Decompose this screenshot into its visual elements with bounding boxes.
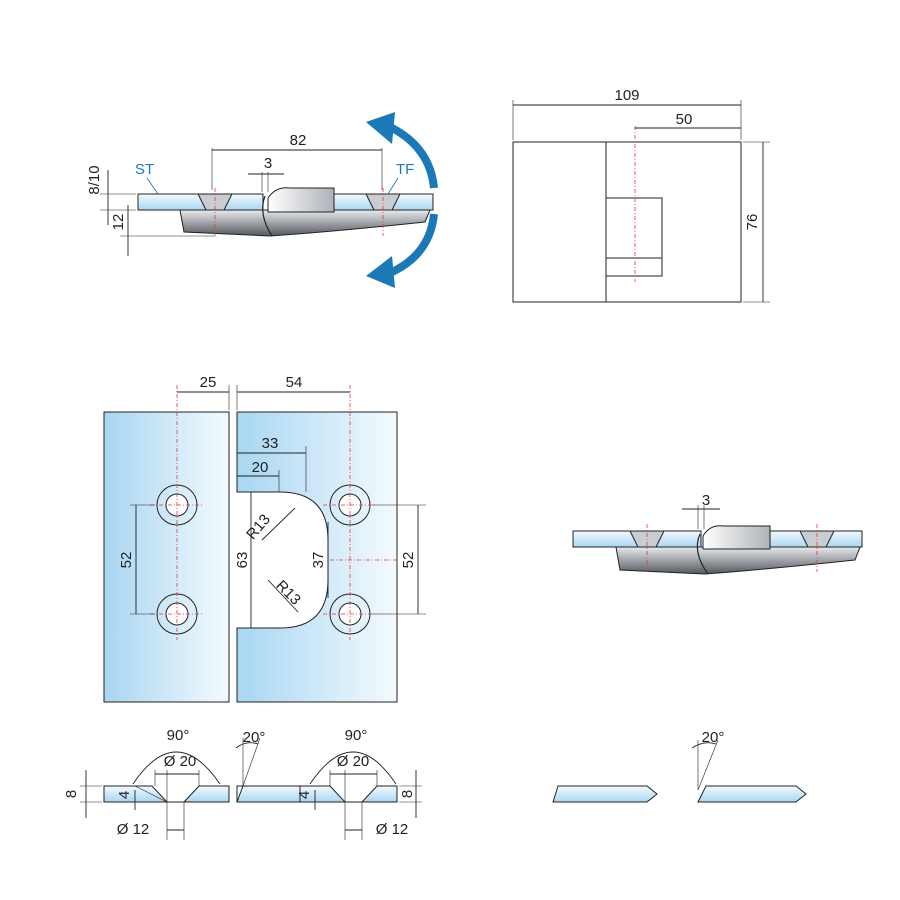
mid-dim8: 8 bbox=[399, 790, 416, 798]
dim-50: 50 bbox=[676, 111, 693, 128]
leader-st bbox=[146, 177, 159, 195]
dim-8-10: 8/10 bbox=[86, 165, 103, 194]
mid-dim-3: 3 bbox=[702, 492, 710, 509]
rotation-arrow-down-head bbox=[366, 256, 395, 288]
arc-mid-90 bbox=[309, 751, 397, 785]
top-front-view: 109 50 76 bbox=[512, 87, 770, 303]
dim-12: 12 bbox=[110, 214, 127, 231]
edge-detail-left: 90° Ø 20 8 4 Ø 12 20° bbox=[63, 727, 303, 840]
arc-right-bevel bbox=[691, 742, 717, 749]
dim-37: 37 bbox=[310, 552, 327, 569]
countersink-tf bbox=[365, 193, 401, 211]
arc-left-90 bbox=[132, 751, 221, 785]
ext-line bbox=[242, 737, 261, 787]
mid-dim4: 4 bbox=[296, 791, 313, 799]
radius-top: R13 bbox=[243, 511, 274, 543]
top-side-view: 82 3 8/10 12 ST TF bbox=[86, 112, 438, 288]
leader-tf bbox=[387, 177, 399, 195]
left-bevel: 20° bbox=[243, 729, 266, 746]
left-dim4: 4 bbox=[116, 791, 133, 799]
mid-pivot-line bbox=[696, 533, 709, 575]
hinge-bottom-plate bbox=[179, 209, 431, 237]
mid-side-view: 3 bbox=[572, 492, 863, 575]
pivot-line bbox=[262, 195, 273, 237]
edge-detail-right: 20° bbox=[552, 729, 807, 803]
pivot-block bbox=[605, 197, 663, 277]
dim-52-right: 52 bbox=[400, 552, 417, 569]
left-dim8: 8 bbox=[63, 790, 80, 798]
hinge-pivot-body bbox=[267, 187, 335, 213]
edge-right-piece-1 bbox=[552, 785, 658, 803]
label-st: ST bbox=[135, 161, 154, 178]
ext-line bbox=[697, 739, 719, 791]
radius-bottom: R13 bbox=[272, 577, 303, 608]
label-tf: TF bbox=[396, 161, 414, 178]
radius-leader-bottom bbox=[267, 579, 299, 613]
edge-right-piece-2 bbox=[697, 785, 807, 803]
mid-angle: 90° bbox=[345, 727, 368, 744]
left-angle: 90° bbox=[167, 727, 190, 744]
dim-25: 25 bbox=[200, 374, 217, 391]
dim-76: 76 bbox=[744, 214, 761, 231]
dim-109: 109 bbox=[614, 87, 639, 104]
mid-diam12: Ø 12 bbox=[376, 821, 409, 838]
edge-left-bevel-piece bbox=[236, 785, 303, 803]
dim-82: 82 bbox=[290, 132, 307, 149]
dim-33: 33 bbox=[262, 435, 279, 452]
edge-detail-mid: 90° Ø 20 4 8 Ø 12 bbox=[296, 727, 422, 840]
edge-left-countersink-lines bbox=[134, 785, 200, 803]
rotation-arrow-up-head bbox=[366, 112, 395, 144]
left-diam20: Ø 20 bbox=[164, 753, 197, 770]
left-diam12: Ø 12 bbox=[117, 821, 150, 838]
dim-52-left: 52 bbox=[118, 552, 135, 569]
right-bevel: 20° bbox=[702, 729, 725, 746]
arc-left-bevel bbox=[235, 742, 259, 749]
dim-63: 63 bbox=[234, 552, 251, 569]
mid-diam20: Ø 20 bbox=[337, 753, 370, 770]
rotation-arrow-up-body bbox=[390, 124, 438, 189]
mid-bottom-plate bbox=[615, 546, 861, 575]
countersink-st bbox=[197, 193, 233, 211]
dim-3: 3 bbox=[264, 155, 272, 172]
dim-54: 54 bbox=[286, 374, 303, 391]
glass-cutout-view: 25 54 33 20 52 63 37 52 R13 R13 bbox=[103, 374, 426, 703]
rotation-arrow-down-body bbox=[390, 213, 438, 276]
radius-leader-top bbox=[261, 507, 296, 541]
mid-pivot-body bbox=[702, 525, 771, 550]
glass-panel-left bbox=[103, 411, 230, 703]
dim-20: 20 bbox=[252, 459, 269, 476]
